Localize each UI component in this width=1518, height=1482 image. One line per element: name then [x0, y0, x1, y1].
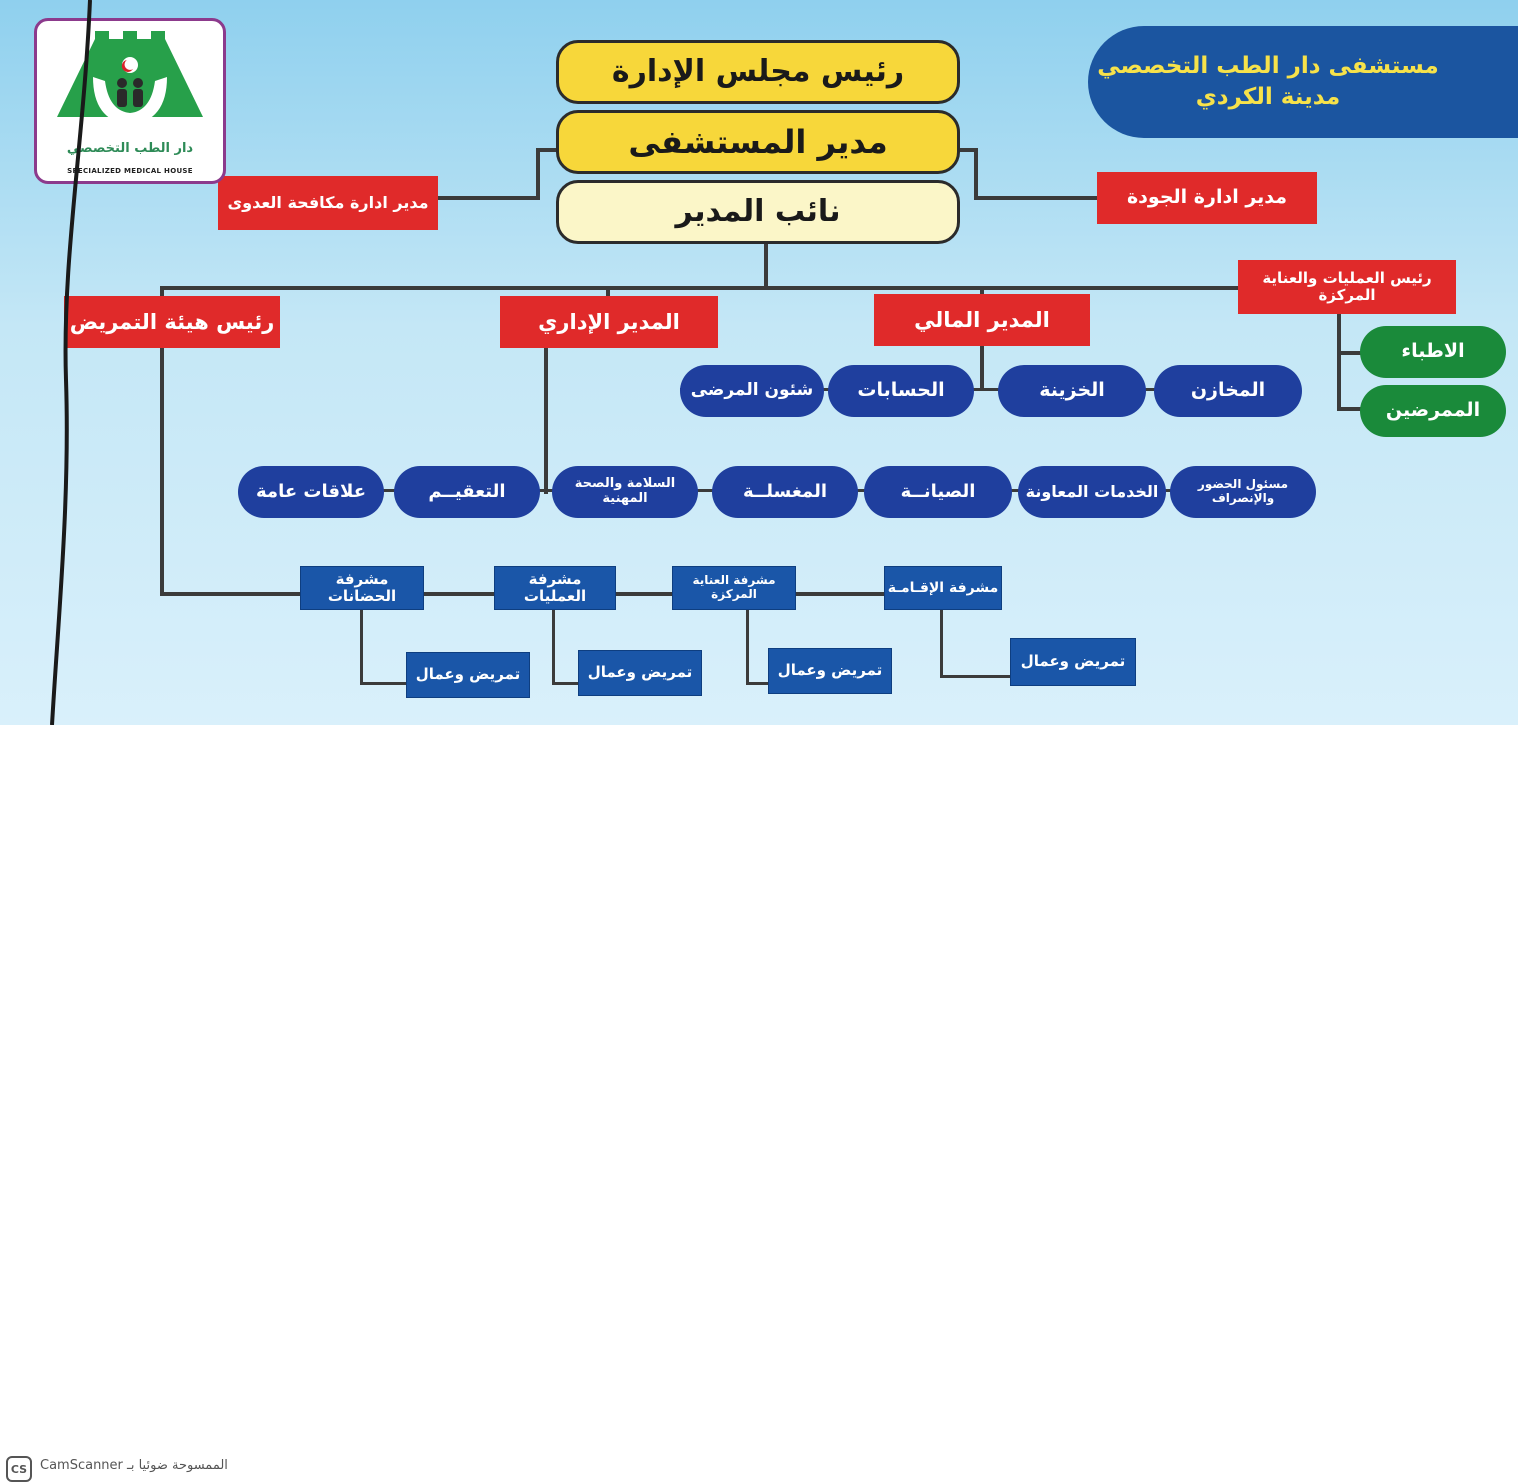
admin-unit-pill: المغسلــة — [712, 466, 858, 518]
admin-manager-label: المدير الإداري — [538, 309, 680, 334]
chairman-box: رئيس مجلس الإدارة — [556, 40, 960, 104]
staff-box: تمريض وعمال — [768, 648, 892, 694]
finance-unit-label: الحسابات — [857, 379, 945, 402]
supervisor-label: مشرفة الإقـامـة — [887, 579, 999, 596]
deputy-director-box: نائب المدير — [556, 180, 960, 244]
connector-line — [746, 682, 770, 685]
hospital-logo: دار الطب التخصصي SPECIALIZED MEDICAL HOU… — [34, 18, 226, 184]
admin-unit-label: السلامة والصحة المهنية — [574, 476, 676, 506]
nursing-head-box: رئيس هيئة التمريض — [64, 296, 280, 348]
admin-unit-pill: التعقيــم — [394, 466, 540, 518]
connector-line — [1337, 407, 1361, 411]
admin-unit-label: الصيانــة — [900, 480, 976, 502]
hospital-city: مدينة الكردي — [1195, 84, 1341, 110]
connector-line — [958, 148, 976, 152]
admin-unit-pill: علاقات عامة — [238, 466, 384, 518]
operations-head-box: رئيس العمليات والعناية المركزة — [1238, 260, 1456, 314]
connector-line — [544, 346, 548, 494]
connector-line — [536, 148, 540, 200]
supervisor-label: مشرفة العناية المركزة — [692, 573, 776, 601]
admin-unit-label: مسئول الحضور والإنصراف — [1197, 477, 1289, 505]
finance-manager-label: المدير المالي — [914, 307, 1050, 332]
supervisor-box: مشرفة الحضانات — [300, 566, 424, 610]
admin-unit-pill: الصيانــة — [864, 466, 1012, 518]
connector-line — [606, 286, 610, 296]
connector-line — [160, 346, 164, 596]
finance-manager-box: المدير المالي — [874, 294, 1090, 346]
org-chart-board: رئيس مجلس الإدارة مدير المستشفى نائب الم… — [0, 0, 1518, 725]
castle-hands-icon — [57, 31, 203, 125]
admin-unit-pill: مسئول الحضور والإنصراف — [1170, 466, 1316, 518]
admin-unit-label: التعقيــم — [428, 480, 506, 502]
supervisor-box: مشرفة العناية المركزة — [672, 566, 796, 610]
logo-arabic-text: دار الطب التخصصي — [66, 141, 194, 156]
infection-control-manager-box: مدير ادارة مكافحة العدوى — [218, 176, 438, 230]
finance-unit-pill: المخازن — [1154, 365, 1302, 417]
finance-unit-pill: شئون المرضى — [680, 365, 824, 417]
power-cable — [50, 0, 92, 725]
staff-box: تمريض وعمال — [578, 650, 702, 696]
logo-english-text: SPECIALIZED MEDICAL HOUSE — [67, 167, 193, 175]
camscanner-icon-text: CS — [10, 1462, 28, 1476]
admin-manager-box: المدير الإداري — [500, 296, 718, 348]
hospital-name: مستشفى دار الطب التخصصي — [1097, 52, 1439, 79]
finance-unit-pill: الحسابات — [828, 365, 974, 417]
admin-unit-pill: السلامة والصحة المهنية — [552, 466, 698, 518]
connector-line — [940, 608, 943, 678]
staff-label: تمريض وعمال — [415, 665, 521, 684]
connector-line — [940, 675, 1012, 678]
finance-unit-label: شئون المرضى — [690, 380, 814, 401]
quality-manager-box: مدير ادارة الجودة — [1097, 172, 1317, 224]
deputy-director-label: نائب المدير — [675, 193, 841, 229]
finance-unit-label: المخازن — [1190, 379, 1266, 402]
operations-unit-label: الاطباء — [1401, 340, 1465, 363]
connector-line — [764, 242, 768, 288]
connector-line — [552, 608, 555, 684]
connector-line — [980, 286, 984, 296]
hospital-director-box: مدير المستشفى — [556, 110, 960, 174]
scanner-footer: CS الممسوحة ضوئيا بـ CamScanner — [0, 725, 1518, 1482]
chairman-label: رئيس مجلس الإدارة — [611, 53, 905, 89]
connector-line — [360, 682, 408, 685]
supervisor-box: مشرفة الإقـامـة — [884, 566, 1002, 610]
supervisor-label: مشرفة الحضانات — [327, 569, 397, 605]
staff-box: تمريض وعمال — [406, 652, 530, 698]
supervisor-box: مشرفة العمليات — [494, 566, 616, 610]
staff-label: تمريض وعمال — [587, 663, 693, 682]
connector-line — [746, 608, 749, 684]
connector-line — [552, 682, 580, 685]
camscanner-icon: CS — [6, 1456, 32, 1482]
connector-line — [360, 608, 363, 684]
nursing-head-label: رئيس هيئة التمريض — [69, 309, 275, 334]
connector-line — [974, 196, 1098, 200]
connector-line — [540, 148, 558, 152]
connector-line — [980, 346, 984, 390]
infection-control-manager-label: مدير ادارة مكافحة العدوى — [227, 192, 429, 212]
connector-line — [974, 148, 978, 200]
operations-unit-pill: الاطباء — [1360, 326, 1506, 378]
finance-unit-pill: الخزينة — [998, 365, 1146, 417]
connector-line — [160, 286, 1310, 290]
admin-unit-pill: الخدمات المعاونة — [1018, 466, 1166, 518]
operations-unit-label: الممرضين — [1385, 399, 1481, 422]
staff-box: تمريض وعمال — [1010, 638, 1136, 686]
connector-line — [438, 196, 540, 200]
admin-unit-label: علاقات عامة — [256, 480, 366, 502]
camscanner-text: الممسوحة ضوئيا بـ CamScanner — [40, 1458, 228, 1473]
finance-unit-label: الخزينة — [1039, 379, 1105, 402]
staff-label: تمريض وعمال — [1020, 652, 1126, 671]
admin-unit-label: المغسلــة — [742, 480, 828, 502]
connector-line — [1337, 351, 1361, 355]
staff-label: تمريض وعمال — [777, 661, 883, 680]
supervisor-label: مشرفة العمليات — [523, 569, 587, 605]
hospital-name-banner: مستشفى دار الطب التخصصي مدينة الكردي — [1088, 26, 1518, 138]
operations-head-label: رئيس العمليات والعناية المركزة — [1262, 268, 1432, 304]
hospital-director-label: مدير المستشفى — [628, 122, 888, 161]
connector-line — [1337, 313, 1341, 409]
quality-manager-label: مدير ادارة الجودة — [1126, 186, 1288, 209]
operations-unit-pill: الممرضين — [1360, 385, 1506, 437]
admin-unit-label: الخدمات المعاونة — [1025, 481, 1159, 501]
